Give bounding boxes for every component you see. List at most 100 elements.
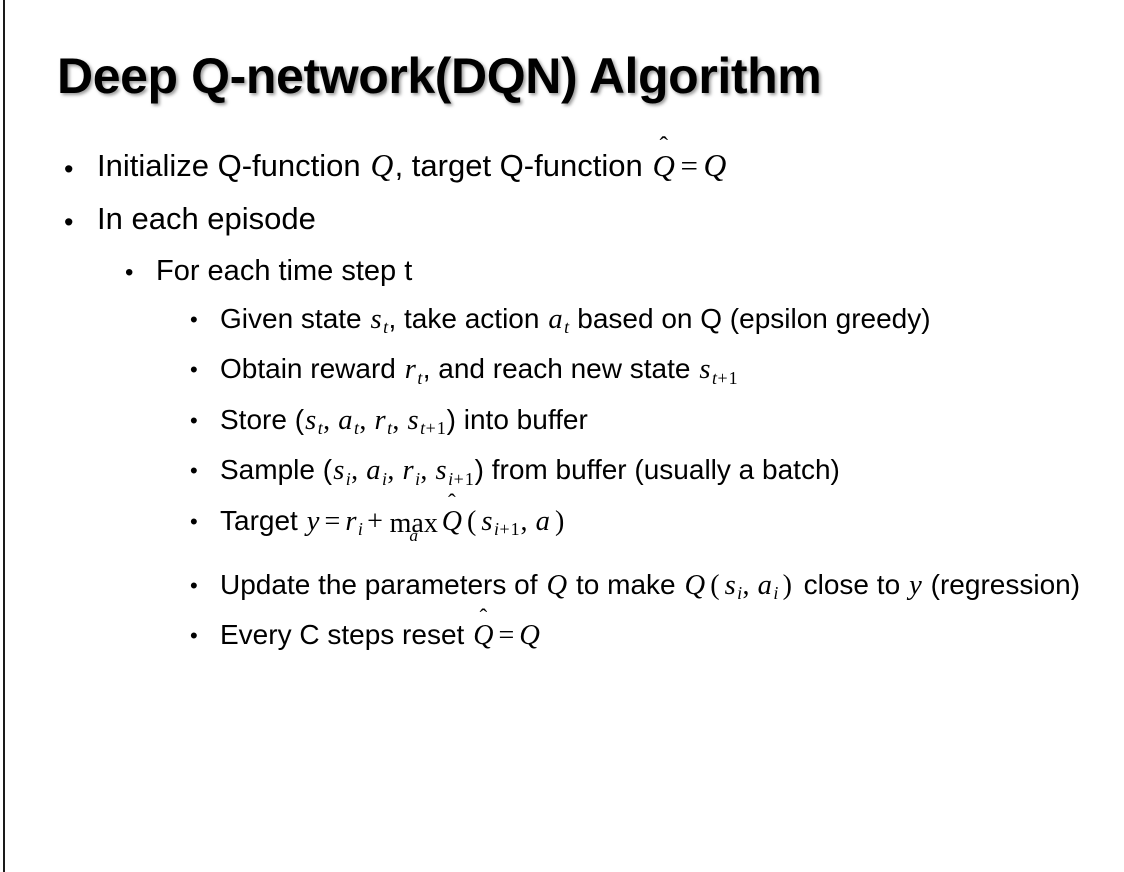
math-number: 1 bbox=[464, 468, 474, 489]
math-var-q-hat: ̂Q bbox=[472, 617, 494, 654]
math-var-a: a bbox=[338, 404, 353, 436]
math-operator-plus: + bbox=[425, 418, 436, 439]
math-separator: , bbox=[351, 455, 366, 487]
math-var-s: s bbox=[435, 455, 447, 487]
list-item-text: For each time step t bbox=[156, 255, 413, 287]
math-subscript: i bbox=[345, 468, 351, 489]
operator-underscript: a bbox=[409, 526, 419, 546]
math-paren-close: ) bbox=[554, 505, 565, 537]
text-fragment: ) into buffer bbox=[446, 403, 588, 435]
math-var-s: s bbox=[699, 354, 711, 386]
math-number: 1 bbox=[510, 518, 520, 539]
list-item: • Update the parameters of Q to make Q(s… bbox=[0, 566, 1124, 612]
math-number: 1 bbox=[728, 367, 738, 388]
text-fragment: to make bbox=[568, 568, 684, 600]
list-item-text: Update the parameters of Q to make Q(si,… bbox=[220, 566, 1100, 612]
text-fragment: Q bbox=[473, 620, 494, 652]
list-item: • Store (st, at, rt, st+1) into buffer bbox=[0, 401, 1124, 447]
list-item-text: Obtain reward rt, and reach new state st… bbox=[220, 350, 1100, 396]
list-item: • Sample (si, ai, ri, si+1) from buffer … bbox=[0, 451, 1124, 497]
math-number: 1 bbox=[436, 418, 446, 439]
algorithm-bullet-list: • Initialize Q-function Q, target Q-func… bbox=[0, 146, 1124, 658]
math-paren-open: ( bbox=[710, 569, 720, 601]
math-separator: , bbox=[420, 455, 435, 487]
math-subscript: t bbox=[383, 317, 389, 338]
math-operator-plus: + bbox=[717, 367, 728, 388]
text-fragment: Q bbox=[652, 148, 675, 183]
list-item: • In each episode bbox=[0, 199, 1124, 239]
math-var-q: Q bbox=[546, 569, 568, 601]
math-var-q: Q bbox=[703, 148, 727, 183]
math-subscript: t+1 bbox=[420, 418, 447, 438]
math-var-r: r bbox=[402, 455, 414, 487]
list-item: • Target y=ri+maxâQ(si+1, a) bbox=[0, 502, 1124, 548]
text-fragment: t bbox=[420, 418, 426, 439]
math-var-q: Q bbox=[684, 569, 706, 601]
math-var-y: y bbox=[306, 505, 320, 537]
math-separator: , bbox=[392, 404, 407, 436]
math-separator: , bbox=[742, 569, 757, 601]
text-fragment: (regression) bbox=[922, 568, 1081, 600]
text-fragment: Sample ( bbox=[220, 454, 333, 486]
math-var-a: a bbox=[757, 569, 772, 601]
bullet-point-icon: • bbox=[125, 259, 134, 286]
text-fragment: Q bbox=[441, 505, 462, 537]
text-fragment: , target Q-function bbox=[394, 148, 652, 183]
math-subscript: i bbox=[357, 518, 363, 539]
math-subscript: t bbox=[564, 317, 570, 338]
text-fragment: Obtain reward bbox=[220, 353, 404, 385]
text-fragment: ) from buffer (usually a batch) bbox=[474, 454, 840, 486]
text-fragment: , take action bbox=[388, 303, 548, 334]
math-operator-plus: + bbox=[453, 468, 464, 489]
text-fragment: Every C steps reset bbox=[220, 619, 473, 651]
list-item-text: Initialize Q-function Q, target Q-functi… bbox=[97, 146, 1057, 186]
bullet-point-icon: • bbox=[190, 458, 198, 484]
text-fragment: , and reach new state bbox=[422, 353, 699, 385]
math-subscript: i+1 bbox=[448, 469, 475, 489]
math-var-a: a bbox=[535, 505, 550, 537]
math-paren-close: ) bbox=[782, 569, 792, 601]
math-var-r: r bbox=[404, 354, 416, 386]
list-item-text: Every C steps reset ̂Q=Q bbox=[220, 616, 1100, 654]
math-operator-equals: = bbox=[324, 505, 341, 537]
math-var-s: s bbox=[305, 404, 317, 436]
math-var-q: Q bbox=[370, 148, 394, 183]
math-var-q: Q bbox=[519, 620, 540, 652]
math-subscript: t bbox=[387, 418, 393, 439]
list-item-text: Store (st, at, rt, st+1) into buffer bbox=[220, 401, 1100, 447]
math-operator-equals: = bbox=[680, 148, 698, 183]
slide-left-border bbox=[3, 0, 5, 872]
math-operator-equals: = bbox=[498, 620, 515, 652]
math-var-q-hat: ̂Q bbox=[651, 146, 676, 186]
list-item-text: Sample (si, ai, ri, si+1) from buffer (u… bbox=[220, 451, 1100, 497]
text-fragment: based on Q (epsilon greedy) bbox=[569, 303, 931, 334]
bullet-point-icon: • bbox=[190, 572, 198, 598]
math-var-s: s bbox=[407, 404, 419, 436]
math-separator: , bbox=[359, 404, 374, 436]
text-fragment: close to bbox=[795, 568, 908, 600]
math-subscript: i bbox=[773, 583, 779, 604]
operator-label: max bbox=[389, 507, 438, 539]
math-var-s: s bbox=[724, 569, 736, 601]
math-var-y: y bbox=[909, 569, 922, 601]
math-separator: , bbox=[520, 505, 535, 537]
list-item-text: Target y=ri+maxâQ(si+1, a) bbox=[220, 502, 1100, 548]
text-fragment: Given state bbox=[220, 303, 370, 334]
bullet-point-icon: • bbox=[190, 508, 198, 534]
math-operator-plus: + bbox=[499, 518, 510, 539]
math-var-r: r bbox=[345, 505, 357, 537]
bullet-point-icon: • bbox=[190, 407, 198, 433]
page-title: Deep Q-network(DQN) Algorithm bbox=[57, 48, 822, 104]
bullet-point-icon: • bbox=[64, 154, 74, 184]
math-subscript: i bbox=[382, 468, 387, 489]
list-item: • Initialize Q-function Q, target Q-func… bbox=[0, 146, 1124, 186]
math-var-s: s bbox=[333, 455, 345, 487]
math-var-a: a bbox=[548, 304, 563, 335]
math-subscript: t bbox=[417, 367, 423, 388]
list-item: • Every C steps reset ̂Q=Q bbox=[0, 616, 1124, 654]
math-var-s: s bbox=[481, 505, 493, 537]
math-subscript: i bbox=[737, 583, 743, 604]
math-var-r: r bbox=[374, 404, 386, 436]
math-subscript: t bbox=[317, 418, 323, 439]
